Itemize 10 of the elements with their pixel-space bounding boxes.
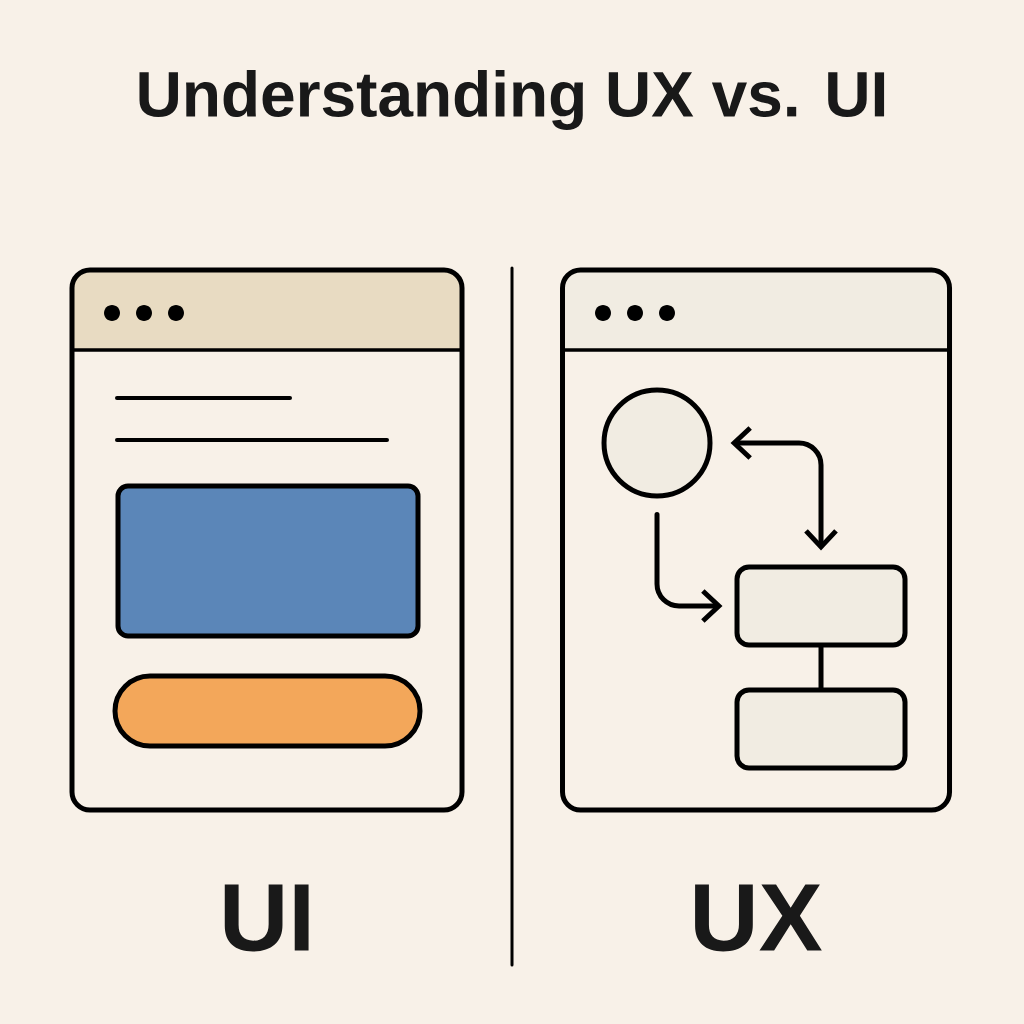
arrow <box>654 512 723 623</box>
flow-box <box>734 687 908 771</box>
window-caption: UI <box>224 884 309 952</box>
browser-window <box>69 267 465 813</box>
window-caption: UX <box>695 884 822 952</box>
browser-window <box>560 267 952 813</box>
title: Understanding UX vs. UI <box>139 70 885 130</box>
arrow <box>730 426 838 551</box>
flow-box <box>734 564 908 648</box>
flow-circle <box>601 387 713 499</box>
